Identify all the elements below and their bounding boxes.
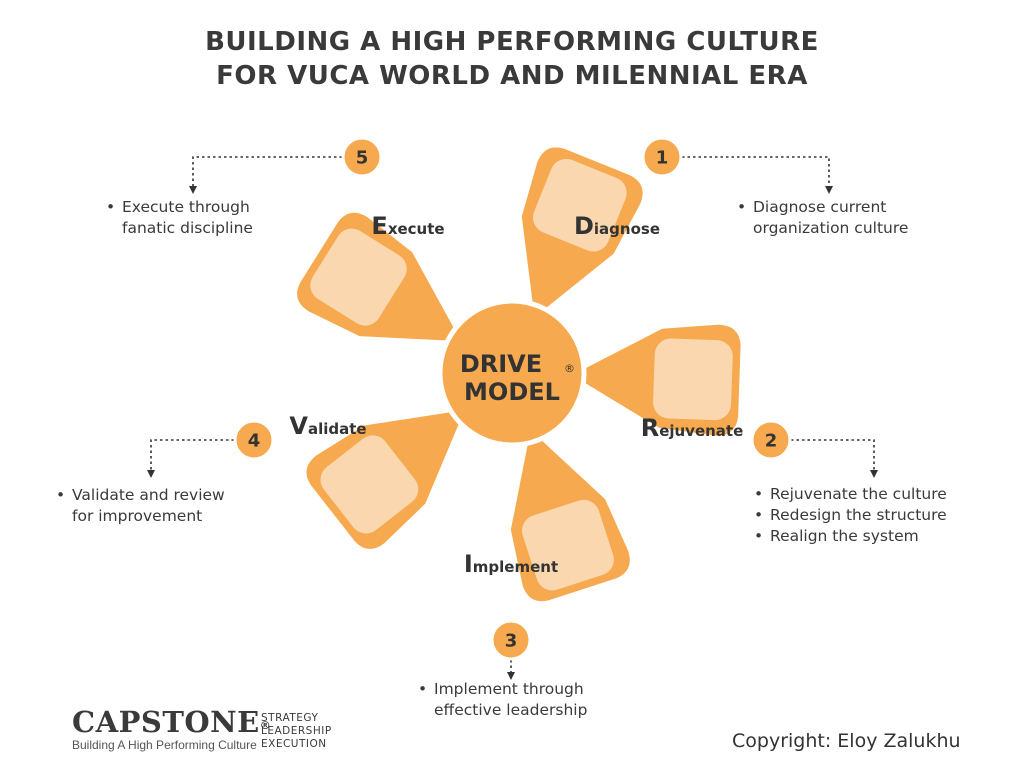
- step-4-label: Validate: [289, 412, 366, 440]
- step-4-connector-arrow: [147, 439, 234, 478]
- step-2-number: 2: [765, 431, 778, 452]
- step-2-label-initial: R: [641, 414, 659, 442]
- logo-sub-leadership: LEADERSHIP: [261, 725, 332, 737]
- copyright-text: Copyright: Eloy Zalukhu: [732, 730, 961, 752]
- center-line-2: MODEL: [464, 378, 560, 406]
- step-3-number-badge: [490, 619, 532, 661]
- petal-diagnose: [516, 142, 648, 325]
- capstone-logo: CAPSTONE®: [72, 707, 271, 737]
- step-2-number-badge: [750, 419, 792, 461]
- step-4-description: Validate and review for improvement: [56, 485, 225, 527]
- center-line-1: DRIVE: [460, 350, 542, 378]
- petal-validate: [301, 404, 472, 555]
- step-1-number-badge: [641, 136, 683, 178]
- step-3-bullet-2: effective leadership: [434, 701, 588, 719]
- step-2-connector-arrow: [791, 439, 878, 478]
- connectors-layer: [147, 156, 878, 680]
- step-3-number: 3: [505, 631, 518, 652]
- petal-inner-1: [532, 158, 627, 252]
- step-5-description: Execute through fanatic discipline: [106, 197, 253, 239]
- step-1-label-rest: iagnose: [594, 220, 660, 238]
- center-layer: DRIVE ® MODEL: [437, 298, 587, 448]
- petal-inner-5: [310, 228, 407, 326]
- step-5-connector-arrow: [189, 156, 342, 194]
- step-3-label-rest: mplement: [473, 558, 558, 576]
- step-4-label-rest: alidate: [308, 420, 367, 438]
- step-1-connector-arrow: [682, 156, 833, 194]
- title-line-2: FOR VUCA WORLD AND MILENNIAL ERA: [216, 61, 808, 91]
- logo-tagline: Building A High Performing Culture: [72, 738, 257, 752]
- step-2-bullet-2: Redesign the structure: [754, 505, 947, 526]
- center-circle: [437, 298, 587, 448]
- petal-implement: [505, 422, 635, 607]
- logo-sub-execution: EXECUTION: [261, 738, 327, 750]
- logo-sub-strategy: STRATEGY: [261, 712, 319, 724]
- step-4-bullet-1: Validate and review: [56, 485, 225, 506]
- step-5-number: 5: [356, 148, 369, 169]
- step-5-label-rest: xecute: [388, 220, 445, 238]
- step-4-label-initial: V: [289, 412, 308, 440]
- petal-execute: [292, 207, 468, 347]
- petal-inner-3: [521, 499, 614, 591]
- petal-inner-4: [320, 435, 419, 534]
- step-3-description: Implement through effective leadership: [418, 679, 587, 721]
- step-2-label-rest: ejuvenate: [659, 422, 743, 440]
- title-line-1: BUILDING A HIGH PERFORMING CULTURE: [205, 27, 819, 57]
- step-2-bullet-3: Realign the system: [754, 526, 947, 547]
- step-5-bullet-2: fanatic discipline: [122, 219, 253, 237]
- step-1-bullet-1: Diagnose current: [737, 197, 908, 218]
- step-1-label: Diagnose: [574, 212, 660, 240]
- step-4-number-badge: [233, 419, 275, 461]
- step-5-bullet-1: Execute through: [106, 197, 253, 218]
- step-5-label: Execute: [371, 212, 444, 240]
- petal-inner-2: [653, 338, 733, 421]
- logo-subtitles: STRATEGY LEADERSHIP EXECUTION: [261, 712, 332, 751]
- step-1-bullet-2: organization culture: [753, 219, 909, 237]
- petal-rejuvenate: [564, 319, 746, 441]
- logo-name: CAPSTONE: [72, 705, 260, 739]
- step-5-label-initial: E: [371, 212, 387, 240]
- step-2-label: Rejuvenate: [641, 414, 744, 442]
- step-1-number: 1: [656, 148, 669, 169]
- step-2-bullet-1: Rejuvenate the culture: [754, 484, 947, 505]
- step-1-label-initial: D: [574, 212, 594, 240]
- step-4-number: 4: [248, 431, 261, 452]
- step-1-description: Diagnose current organization culture: [737, 197, 908, 239]
- step-3-bullet-1: Implement through: [418, 679, 587, 700]
- logo-registered: ®: [259, 719, 272, 732]
- center-registered: ®: [564, 362, 575, 375]
- badges-layer: 1 2 3 4 5: [233, 136, 792, 661]
- step-3-label: Implement: [464, 550, 558, 578]
- step-5-number-badge: [341, 136, 383, 178]
- step-2-description: Rejuvenate the culture Redesign the stru…: [754, 484, 947, 547]
- step-3-label-initial: I: [464, 550, 473, 578]
- step-4-bullet-2: for improvement: [72, 507, 203, 525]
